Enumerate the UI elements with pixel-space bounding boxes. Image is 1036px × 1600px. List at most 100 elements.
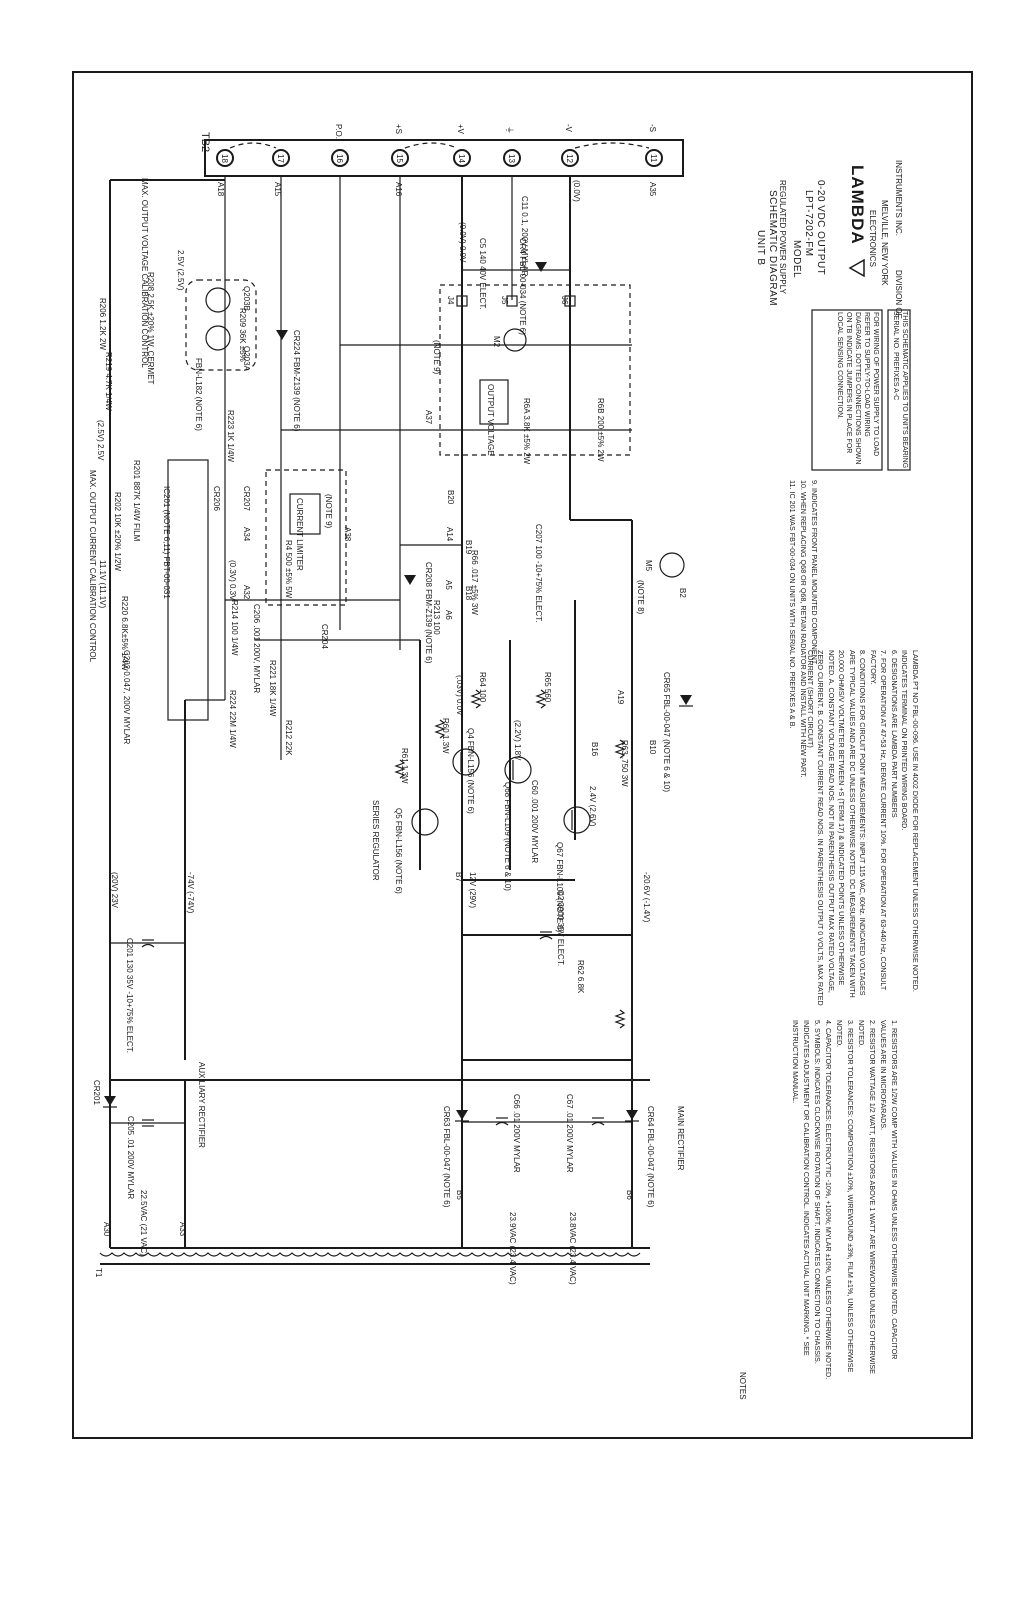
svg-text:P.O.: P.O. — [334, 124, 343, 139]
svg-text:⏚: ⏚ — [505, 126, 514, 134]
output-filter: (0.0V) 0.0V (0.0V) C5 140 40V ELECT. CR4… — [458, 180, 581, 335]
svg-text:11: 11 — [649, 154, 658, 163]
output-voltage-section: OUTPUT VOLTAGE (NOTE 9) R6A 3.8K ±5% 2W … — [432, 284, 631, 465]
svg-text:LAMBDA: LAMBDA — [848, 165, 867, 245]
svg-text:A15: A15 — [273, 182, 282, 197]
svg-text:MAIN RECTIFIER: MAIN RECTIFIER — [676, 1106, 685, 1171]
svg-text:A30: A30 — [102, 1222, 111, 1237]
transistor-q67 — [563, 806, 591, 834]
tb2-terminal: 12-V — [561, 124, 579, 167]
svg-text:A34: A34 — [242, 527, 251, 542]
svg-text:C5 140 40V ELECT.: C5 140 40V ELECT. — [478, 238, 487, 310]
svg-text:2.5V (2.5V): 2.5V (2.5V) — [176, 250, 185, 291]
note-item: 5. SYMBOLS: INDICATES CLOCKWISE ROTATION… — [791, 1020, 822, 1364]
svg-text:R219 4.7K 1/4W: R219 4.7K 1/4W — [104, 352, 113, 411]
note-item: LAMBDA PT NO FBL-00-096. USE IN 4002 DIO… — [911, 650, 920, 992]
svg-text:(2.2V) 1.8V: (2.2V) 1.8V — [513, 720, 522, 761]
svg-text:B18: B18 — [464, 586, 473, 601]
svg-text:LPT-7202-FM: LPT-7202-FM — [803, 190, 814, 257]
ammeter-m5 — [659, 552, 685, 578]
svg-text:A16: A16 — [394, 182, 403, 197]
svg-text:(0.0V): (0.0V) — [572, 180, 581, 202]
note-item: 3. RESISTOR TOLERANCES: COMPOSITION ±10%… — [835, 1020, 855, 1373]
svg-text:C206 .001 200V, MYLAR: C206 .001 200V, MYLAR — [252, 604, 261, 693]
svg-text:Q203B: Q203B — [242, 286, 251, 311]
svg-text:R201 887K 1/4W FILM: R201 887K 1/4W FILM — [132, 460, 141, 542]
tb2-terminal: 16P.O. — [331, 124, 349, 167]
transistor-q203b — [205, 287, 231, 313]
svg-text:J4: J4 — [446, 296, 455, 305]
note-item: 11. IC 201 WAS FBT-00-034 ON UNITS WITH … — [788, 480, 797, 729]
svg-text:A32: A32 — [242, 585, 251, 600]
svg-text:J5: J5 — [500, 296, 509, 305]
svg-text:C202 0.047, 200V MYLAR: C202 0.047, 200V MYLAR — [122, 650, 131, 745]
svg-text:B2: B2 — [678, 588, 687, 598]
svg-text:R213 100: R213 100 — [432, 600, 441, 635]
title-block: UNIT B SCHEMATIC DIAGRAM REGULATED POWER… — [755, 160, 911, 471]
note-item: 2. RESISTOR WATTAGE 1/2 WATT, RESISTORS … — [857, 1020, 877, 1374]
wiring-note-box: FOR WIRING OF POWER SUPPLY TO LOAD REFER… — [836, 312, 879, 465]
current-limiter-box[interactable] — [289, 493, 321, 535]
svg-text:B6: B6 — [625, 1190, 634, 1200]
svg-text:CR224 FBM-Z139 (NOTE 6): CR224 FBM-Z139 (NOTE 6) — [292, 330, 301, 432]
svg-text:R220 6.8K±5% 1/4W: R220 6.8K±5% 1/4W — [120, 596, 129, 671]
wiring — [109, 176, 650, 1249]
svg-text:(.03V) 0.0V: (.03V) 0.0V — [455, 675, 464, 716]
svg-text:SERIES REGULATOR: SERIES REGULATOR — [371, 800, 380, 881]
tb2-terminal: 11-S — [645, 124, 663, 167]
control-board: IC201 (NOTE 6,11) FBT-00-031 R212 22K R2… — [88, 410, 687, 756]
svg-text:A5: A5 — [444, 580, 453, 590]
svg-text:C205 .01 200V MYLAR: C205 .01 200V MYLAR — [126, 1116, 135, 1199]
svg-text:(NOTE 9): (NOTE 9) — [432, 340, 441, 375]
voltage-control: Q203A Q203B FBN-L182 (NOTE 6) R219 4.7K … — [98, 178, 657, 432]
svg-text:CR4 FBL-00-034 (NOTE 6): CR4 FBL-00-034 (NOTE 6) — [518, 238, 527, 335]
svg-text:R223 1K 1/4W: R223 1K 1/4W — [226, 410, 235, 462]
svg-text:R212 22K: R212 22K — [284, 720, 293, 756]
svg-text:C60 .001 200V MYLAR: C60 .001 200V MYLAR — [530, 780, 539, 863]
tb2-terminal: 17 — [272, 149, 290, 167]
svg-text:B16: B16 — [590, 742, 599, 757]
svg-text:R66 .017 ±5% 3W: R66 .017 ±5% 3W — [470, 550, 479, 615]
transformer-t1: T1 A30 A33 B5 B6 22.5VAC (21 VAC) 23.9VA… — [94, 1190, 650, 1285]
svg-text:B7: B7 — [454, 872, 463, 882]
svg-text:CR65 FBL-00-047 (NOTE 6 & 10): CR65 FBL-00-047 (NOTE 6 & 10) — [662, 672, 671, 792]
svg-text:A14: A14 — [445, 527, 454, 542]
svg-text:R6A 3.8K ±5% 2W: R6A 3.8K ±5% 2W — [522, 398, 531, 465]
main-rectifier: MAIN RECTIFIER CR63 FBL-00-047 (NOTE 6) … — [442, 872, 685, 1208]
svg-text:MAX. OUTPUT VOLTAGE CALIBRATIO: MAX. OUTPUT VOLTAGE CALIBRATION CONTROL — [140, 178, 149, 368]
svg-text:R221 18K 1/4W: R221 18K 1/4W — [268, 660, 277, 717]
svg-text:T1: T1 — [94, 1268, 103, 1278]
svg-text:M2: M2 — [492, 336, 501, 348]
note-item: 4. CAPACITOR TOLERANCES: ELECTROLYTIC -1… — [824, 1020, 833, 1380]
svg-text:Q203A: Q203A — [242, 346, 251, 372]
output-voltage-box[interactable] — [479, 379, 509, 425]
svg-text:Q67 FBN-L109 (NOTE 6): Q67 FBN-L109 (NOTE 6) — [555, 842, 564, 933]
note-item: 10. WHEN REPLACING Q68 OR Q68, RETAIN RA… — [799, 480, 808, 778]
svg-text:17: 17 — [276, 154, 285, 163]
svg-text:CR201: CR201 — [92, 1080, 101, 1105]
svg-text:MELVILLE, NEW YORK: MELVILLE, NEW YORK — [880, 200, 889, 286]
tb2-terminal: 15+S — [391, 124, 409, 167]
transistor-q5 — [411, 808, 439, 836]
svg-text:A35: A35 — [648, 182, 657, 197]
svg-text:B5: B5 — [455, 1190, 464, 1200]
svg-text:(2.5V) 2.5V: (2.5V) 2.5V — [96, 420, 105, 461]
svg-text:R63 .750 3W: R63 .750 3W — [620, 740, 629, 787]
svg-text:(20V) 23V: (20V) 23V — [110, 872, 119, 909]
svg-text:R60 1.3W: R60 1.3W — [441, 718, 450, 754]
svg-text:A6: A6 — [444, 610, 453, 620]
svg-text:NOTES: NOTES — [738, 1372, 747, 1400]
svg-text:14: 14 — [457, 154, 466, 163]
svg-text:CR204: CR204 — [320, 624, 329, 649]
svg-text:Q5 FBN-L156 (NOTE 6): Q5 FBN-L156 (NOTE 6) — [394, 808, 403, 894]
svg-text:A18: A18 — [216, 182, 225, 197]
svg-text:AUXILIARY RECTIFIER: AUXILIARY RECTIFIER — [197, 1062, 206, 1148]
tb2-terminal: 18 — [216, 149, 234, 167]
tb2-terminal: 14+V — [453, 124, 471, 167]
svg-text:FBN-L182 (NOTE 6): FBN-L182 (NOTE 6) — [194, 358, 203, 431]
svg-text:R6B 200 ±5% 2W: R6B 200 ±5% 2W — [596, 398, 605, 462]
svg-text:R214 100 1/4W: R214 100 1/4W — [230, 600, 239, 656]
svg-text:R64 100: R64 100 — [478, 672, 487, 703]
svg-text:-74V (-74V): -74V (-74V) — [186, 872, 195, 914]
